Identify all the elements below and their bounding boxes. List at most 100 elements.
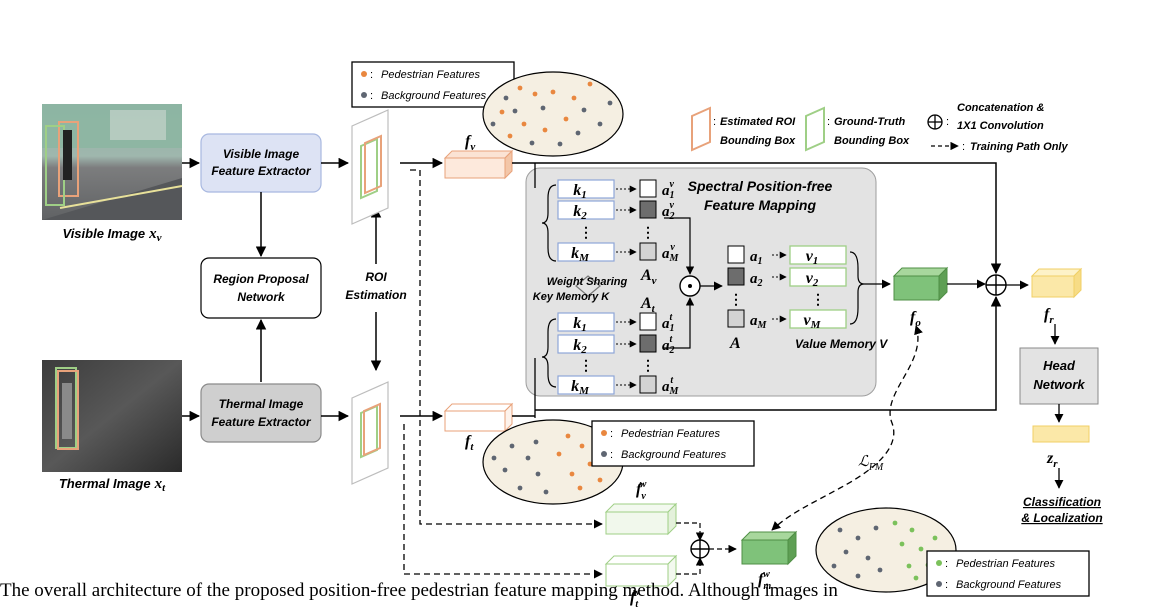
- svg-text:& Localization: & Localization: [1021, 511, 1102, 525]
- spfm-title: Spectral Position-free: [688, 178, 833, 194]
- concat-op: [985, 274, 1007, 296]
- roi-estimation-label: ROI: [365, 270, 387, 284]
- svg-text:Thermal Image: Thermal Image: [219, 397, 304, 411]
- thermal-feature-extractor: Thermal Image Feature Extractor: [200, 383, 322, 443]
- svg-text::: :: [945, 558, 948, 570]
- svg-text:aM: aM: [750, 313, 768, 331]
- svg-text:Background Features: Background Features: [381, 90, 487, 102]
- svg-text:v2: v2: [806, 270, 819, 289]
- feature-legend-fused: : : Pedestrian Features Background Featu…: [926, 550, 1090, 597]
- svg-text:Weight Sharing: Weight Sharing: [547, 276, 628, 288]
- visible-feature-scatter: [482, 71, 624, 157]
- svg-text:Estimated ROI: Estimated ROI: [720, 116, 796, 128]
- symbol-legend: : Estimated ROI Bounding Box : Ground-Tr…: [691, 102, 1068, 153]
- fo-tensor: [892, 266, 949, 302]
- svg-text:⋮: ⋮: [579, 224, 593, 240]
- svg-text:a2: a2: [750, 271, 763, 289]
- visible-key-memory: k1 k2 ⋮ kM: [541, 179, 615, 264]
- svg-text:⋮: ⋮: [811, 291, 825, 307]
- svg-text:Network: Network: [237, 290, 286, 304]
- thermal-feature-map: [351, 381, 389, 485]
- zr-label: zr: [1046, 450, 1058, 470]
- figure-caption: The overall architecture of the proposed…: [0, 580, 838, 601]
- svg-text:a2t: a2t: [662, 334, 675, 356]
- thermal-image: [42, 360, 182, 472]
- thermal-attention: ⋮ a1t a2t aMt At: [616, 295, 680, 397]
- svg-text:Feature Extractor: Feature Extractor: [211, 164, 312, 178]
- classification-output: Classification & Localization: [1021, 495, 1102, 525]
- thermal-key-memory: k1 k2 ⋮ kM: [541, 312, 615, 397]
- svg-text:Pedestrian Features: Pedestrian Features: [621, 428, 721, 440]
- svg-text::: :: [370, 69, 373, 81]
- svg-text:Background Features: Background Features: [621, 449, 727, 461]
- svg-text:Background Features: Background Features: [956, 579, 1062, 591]
- visible-attention: ⋮ a1v a2v aMv Av: [616, 179, 680, 287]
- svg-text:Classification: Classification: [1023, 495, 1101, 509]
- svg-text:a1t: a1t: [662, 312, 675, 334]
- ftw-tensor: [604, 554, 678, 588]
- svg-text:k1: k1: [573, 182, 587, 201]
- fused-feature-scatter: [815, 507, 957, 593]
- svg-text:Pedestrian Features: Pedestrian Features: [381, 69, 481, 81]
- svg-text:Head: Head: [1043, 358, 1076, 373]
- elementwise-product-op: [679, 275, 701, 297]
- svg-text:Feature Extractor: Feature Extractor: [211, 415, 312, 429]
- zr-vector: [1032, 425, 1090, 443]
- feature-legend-thermal: : : Pedestrian Features Background Featu…: [591, 420, 755, 467]
- svg-text:Av: Av: [640, 267, 657, 287]
- svg-text:a2v: a2v: [662, 200, 675, 222]
- svg-text:⋮: ⋮: [729, 291, 743, 307]
- svg-text:A: A: [729, 335, 741, 352]
- fm-loss-path: [771, 325, 923, 531]
- fo-label: fo: [910, 309, 921, 329]
- value-memory-label: Value Memory V: [795, 337, 888, 351]
- svg-text:v1: v1: [806, 248, 819, 267]
- fused-attention: ⋮ a1 a2 aM A: [727, 245, 768, 352]
- svg-text:At: At: [640, 295, 656, 315]
- svg-text::: :: [713, 116, 716, 128]
- svg-text:Network: Network: [1033, 377, 1085, 392]
- visible-feature-map: [351, 109, 389, 225]
- key-memory-label: Weight Sharing Key Memory K: [533, 275, 628, 303]
- svg-text:aMv: aMv: [662, 242, 680, 264]
- training-concat-op: [690, 539, 710, 559]
- svg-text:Bounding Box: Bounding Box: [720, 135, 796, 147]
- svg-text:Feature Mapping: Feature Mapping: [704, 197, 816, 213]
- svg-text:kM: kM: [571, 378, 590, 397]
- fvw-tensor: [604, 502, 678, 536]
- svg-text:Concatenation &: Concatenation &: [957, 102, 1044, 114]
- fmw-tensor: [740, 530, 798, 566]
- svg-text:k1: k1: [573, 315, 587, 334]
- svg-text:kM: kM: [571, 245, 590, 264]
- svg-text::: :: [370, 90, 373, 102]
- svg-text::: :: [827, 116, 830, 128]
- svg-text::: :: [610, 428, 613, 440]
- svg-text:Region Proposal: Region Proposal: [213, 272, 309, 286]
- fv-tensor: [443, 149, 514, 180]
- svg-text:⋮: ⋮: [579, 357, 593, 373]
- visible-image: [42, 104, 183, 220]
- svg-text:k2: k2: [573, 337, 587, 356]
- svg-text:Training Path Only: Training Path Only: [970, 141, 1068, 153]
- svg-text:1X1 Convolution: 1X1 Convolution: [957, 120, 1044, 132]
- svg-text:Visible Image: Visible Image: [223, 147, 300, 161]
- estimated-roi-box: [57, 370, 79, 450]
- svg-text::: :: [945, 579, 948, 591]
- svg-text::: :: [962, 141, 965, 153]
- svg-text:⋮: ⋮: [641, 224, 655, 240]
- ftw-label: ftw: [630, 587, 640, 610]
- head-network: Head Network: [1019, 347, 1099, 405]
- thermal-feature-scatter: [482, 419, 624, 505]
- svg-text:Ground-Truth: Ground-Truth: [834, 116, 906, 128]
- svg-text:a1: a1: [750, 249, 763, 267]
- fr-tensor: [1030, 267, 1083, 299]
- fv-label: fv: [465, 133, 475, 153]
- svg-text::: :: [610, 449, 613, 461]
- svg-text:⋮: ⋮: [641, 357, 655, 373]
- svg-text:Pedestrian Features: Pedestrian Features: [956, 558, 1056, 570]
- svg-text:a1v: a1v: [662, 179, 675, 201]
- region-proposal-network: Region Proposal Network: [200, 257, 322, 319]
- svg-text:aMt: aMt: [662, 375, 680, 397]
